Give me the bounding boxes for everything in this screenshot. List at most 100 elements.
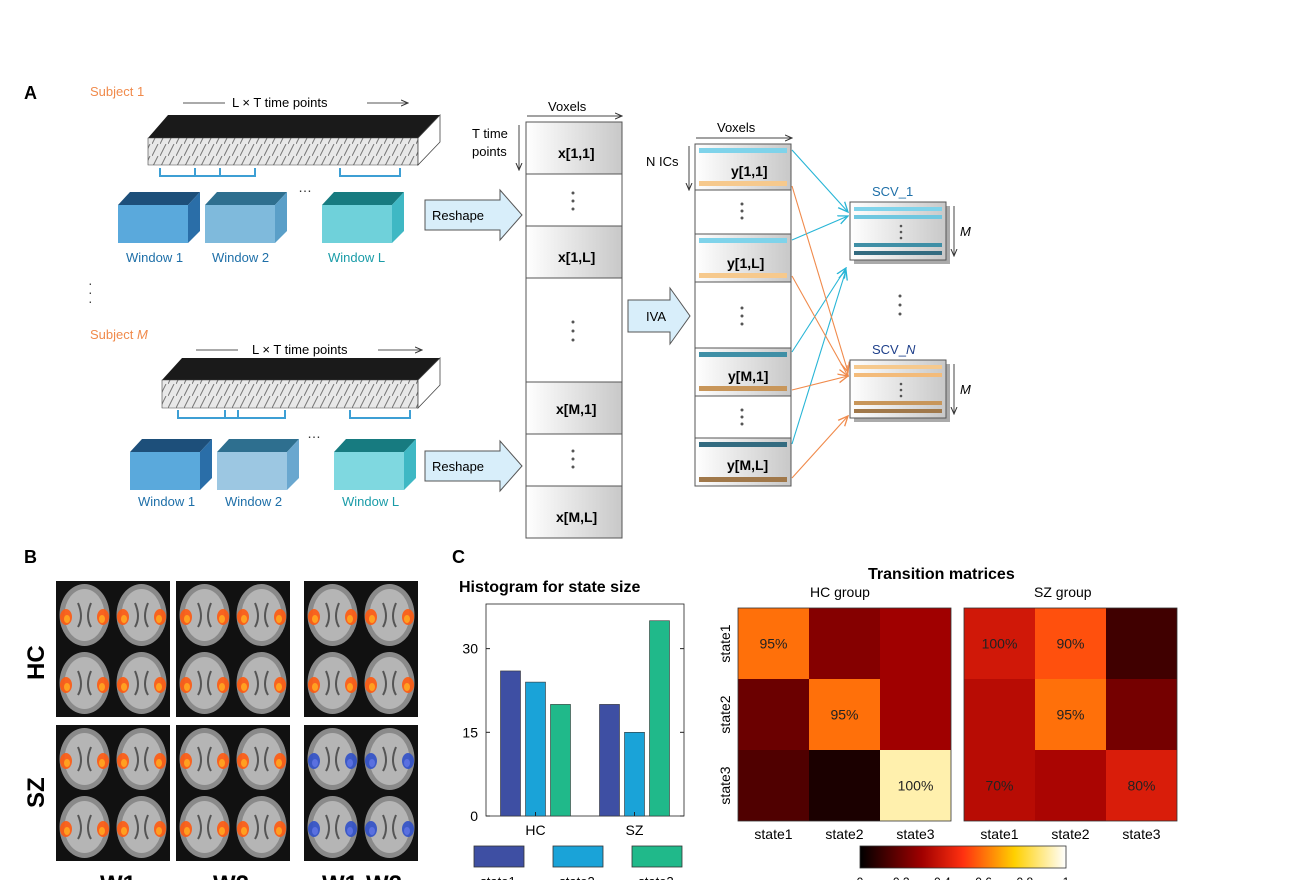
y-label-1-1: y[1,1]: [731, 163, 768, 179]
t-points-label: points: [472, 144, 507, 159]
brain-slice-image: [361, 725, 418, 793]
window-label-top-1: Window 1: [126, 250, 183, 265]
scv-n-m-label: M: [960, 382, 971, 397]
x-category-label: SZ: [626, 822, 644, 838]
heatmap-cell: [1106, 608, 1177, 679]
heatmap-cell: [964, 608, 1035, 679]
y-label-1-L: y[1,L]: [727, 255, 764, 271]
heatmap-col-label: state2: [1051, 826, 1089, 842]
window-cubes-bottom: [130, 439, 416, 490]
bar-state3-SZ: [649, 620, 670, 817]
brain-slice-image: [176, 725, 233, 793]
histogram-frame: [485, 603, 685, 817]
brain-slice-image: [233, 793, 290, 861]
y-vertical-dots: [740, 202, 744, 426]
y-label-M-L: y[M,L]: [727, 457, 768, 473]
subject-m-timeseries-block: L × T time points: [161, 342, 441, 409]
heatmap-annotation: 95%: [759, 636, 787, 652]
brain-slice-image: [56, 649, 113, 717]
heatmap-cell: [964, 750, 1035, 821]
window-brackets-top: [159, 168, 401, 177]
brain-slice-image: [113, 649, 170, 717]
heatmap-cell: [1035, 750, 1106, 821]
brain-slice-image: [113, 581, 170, 649]
heatmap-row-label: state1: [717, 624, 733, 662]
y-tick-label: 15: [462, 724, 478, 740]
brain-slice-image: [176, 649, 233, 717]
brain-slice-image: [361, 793, 418, 861]
bar-state2-SZ: [624, 732, 645, 817]
voxels-label-y: Voxels: [717, 120, 756, 135]
x-vertical-dots: [571, 191, 575, 469]
colorbar-tick-label: 0.6: [975, 875, 992, 880]
voxels-label-x: Voxels: [548, 99, 587, 114]
colorbar-tick-label: 0.2: [893, 875, 910, 880]
iva-arrow: IVA: [627, 286, 691, 346]
legend-label-state2: state2: [559, 874, 594, 880]
scv-n-label: SCV_N: [872, 342, 916, 357]
panel-b-label: B: [24, 547, 37, 567]
brain-slice-image: [304, 793, 361, 861]
brain-slice-image: [361, 581, 418, 649]
hc-group-label: HC group: [810, 584, 870, 600]
brain-slice-image: [176, 581, 233, 649]
iva-label: IVA: [646, 309, 666, 324]
brain-slice-image: [304, 581, 361, 649]
legend-swatch-state3: [631, 845, 683, 868]
subject-1-label: Subject 1: [90, 84, 144, 99]
colorbar-tick-label: 0.8: [1016, 875, 1033, 880]
x-label-1-L: x[1,L]: [558, 249, 595, 265]
heatmap-annotation: 100%: [982, 636, 1018, 652]
vertical-ellipsis-subjects: ·: [88, 275, 93, 291]
window-label-bottom-3: Window L: [342, 494, 399, 509]
heatmap-cell: [880, 679, 951, 750]
histogram-chart: 01530HCSZstate1state2state3: [462, 603, 685, 880]
row-label-hc: HC: [23, 645, 50, 680]
brain-slice-image: [176, 793, 233, 861]
heatmap-frame: [737, 607, 952, 822]
colorbar-tick-label: 0.4: [934, 875, 951, 880]
scv-vertical-dots: [898, 294, 902, 316]
t-time-label: T time: [472, 126, 508, 141]
brain-slice-image: [304, 649, 361, 717]
heatmap-col-label: state1: [754, 826, 792, 842]
panel-a-label: A: [24, 83, 37, 103]
brain-slice-image: [361, 649, 418, 717]
window-label-bottom-2: Window 2: [225, 494, 282, 509]
window-label-top-3: Window L: [328, 250, 385, 265]
subject-1-timeseries-block: L × T time points: [147, 95, 441, 166]
timepoints-label-1: L × T time points: [232, 95, 328, 110]
brain-map-grid: [56, 581, 418, 861]
brain-slice-image: [56, 725, 113, 793]
bar-state1-HC: [500, 670, 521, 817]
ellipsis-top: …: [298, 179, 312, 195]
brain-slice-image: [304, 725, 361, 793]
heatmap-cell: [1035, 679, 1106, 750]
heatmap-annotation: 90%: [1056, 636, 1084, 652]
heatmap-cell: [1035, 608, 1106, 679]
scv-1-m-label: M: [960, 224, 971, 239]
panel-c-label: C: [452, 547, 465, 567]
x-matrix: x[1,1] x[1,L] x[M,1] x[M,L]: [525, 121, 623, 539]
heatmap-cell: [738, 608, 809, 679]
y-tick-label: 30: [462, 641, 478, 657]
heatmap-row-label: state2: [717, 695, 733, 733]
brain-slice-image: [113, 793, 170, 861]
heatmap-annotation: 70%: [985, 778, 1013, 794]
heatmap-cell: [964, 679, 1035, 750]
reshape-label-bottom: Reshape: [432, 459, 484, 474]
x-category-label: HC: [525, 822, 545, 838]
sz-group-label: SZ group: [1034, 584, 1092, 600]
brain-slice-image: [233, 581, 290, 649]
heatmap-col-label: state2: [825, 826, 863, 842]
col-label-w1-w2: W1-W2: [322, 871, 402, 880]
scv-n-box: M: [849, 359, 971, 422]
timepoints-label-2: L × T time points: [252, 342, 348, 357]
heatmap-annotation: 95%: [1056, 707, 1084, 723]
x-label-M-L: x[M,L]: [556, 509, 597, 525]
reshape-arrow-bottom: Reshape: [424, 439, 523, 493]
heatmap-cell: [1106, 750, 1177, 821]
legend-label-state3: state3: [638, 874, 673, 880]
